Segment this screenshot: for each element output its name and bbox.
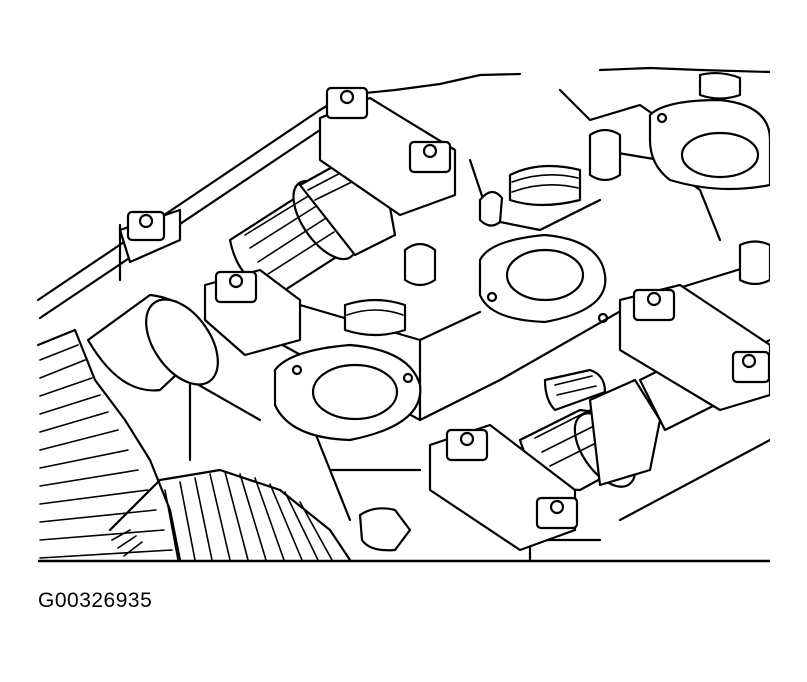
bolt-8 [535,496,579,530]
engine-cylinder-head-illustration [36,66,770,563]
lifter-6 [738,240,770,286]
spark-plug-tube-flange-right [648,98,770,191]
spark-plug-tube-flange-center [478,233,609,324]
valve-spring-lower [343,298,407,337]
timing-gear-lower [108,468,352,562]
timing-gear-upper [36,328,182,562]
valve-spring-upper [508,164,582,207]
bolt-3 [408,140,452,174]
spark-plug-tube-flange-lower [273,343,422,442]
bolt-2 [325,86,369,120]
bolt-7 [445,428,489,462]
lifter-3 [588,128,622,182]
bolt-5 [632,288,676,322]
bolt-4 [214,270,258,304]
figure-caption-id: G00326935 [38,589,153,612]
lifter-2 [403,242,437,287]
bolt-6 [731,350,770,384]
lifter-7 [698,71,742,100]
bearing-cap-2 [318,96,457,217]
lifter-4 [543,368,607,412]
bolt-1 [126,210,166,242]
upper-camshaft [86,158,397,392]
lifter-5 [358,507,412,552]
lifter-1 [478,190,504,227]
